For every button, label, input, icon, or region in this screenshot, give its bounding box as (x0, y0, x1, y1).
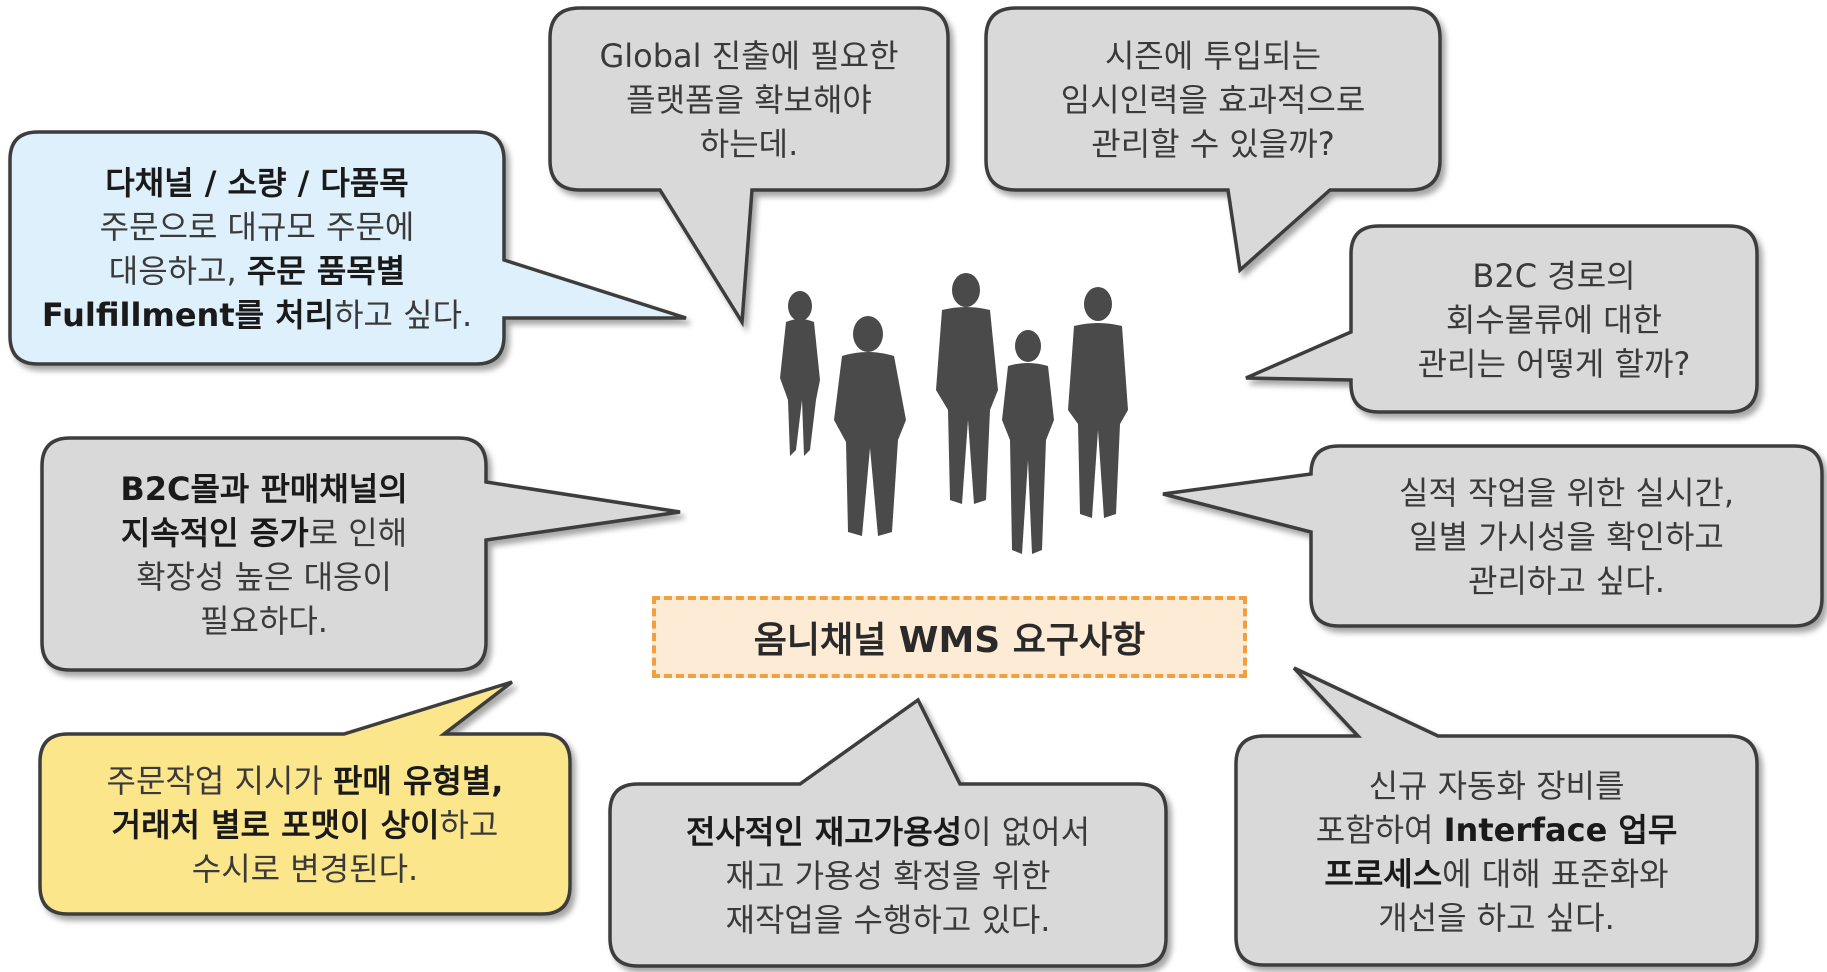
bubble-text-line: 다채널 / 소량 / 다품목 (105, 164, 409, 202)
bubble-text-line: Fulfillment를 처리하고 싶다. (41, 296, 473, 334)
bubble-text-line: 신규 자동화 장비를 (1368, 766, 1625, 805)
bubble-text-line: 주문작업 지시가 판매 유형별, (106, 762, 504, 800)
person-silhouette-2 (834, 316, 906, 536)
bubble-seasonal-shape (984, 6, 1442, 274)
bubble-multichannel-shape (8, 130, 687, 366)
bubble-text-line: 재작업을 수행하고 있다. (725, 901, 1051, 939)
bubble-text-line: 하는데. (699, 125, 799, 163)
bubble-text-line: 개선을 하고 싶다. (1378, 898, 1615, 937)
bubble-text-line: 프로세스에 대해 표준화와 (1324, 854, 1669, 893)
bubble-text-line: 관리하고 싶다. (1468, 562, 1665, 600)
bubble-text-line: 수시로 변경된다. (191, 850, 419, 888)
bubble-text-line: 필요하다. (200, 602, 328, 640)
person-silhouette-1 (780, 291, 820, 456)
bubble-format-shape (38, 680, 572, 916)
bubble-text-line: 시즌에 투입되는 (1104, 37, 1322, 75)
bubble-text-line: 포함하여 Interface 업무 (1315, 810, 1678, 849)
bubble-text-line: 일별 가시성을 확인하고 (1409, 518, 1724, 556)
bubble-text-line: 전사적인 재고가용성이 없어서 (685, 813, 1091, 851)
page-title: 옴니채널 WMS 요구사항 (753, 620, 1146, 661)
bubble-text-line: B2C 경로의 (1472, 257, 1636, 295)
bubble-text-line: 지속적인 증가로 인해 (120, 514, 408, 552)
bubble-global-shape (548, 6, 950, 328)
bubble-text-line: 플랫폼을 확보해야 (626, 81, 872, 119)
person-silhouette-4 (1002, 330, 1054, 554)
bubble-text-line: 거래처 별로 포맷이 상이하고 (111, 806, 499, 844)
bubble-text-line: 주문으로 대규모 주문에 (99, 208, 415, 246)
bubble-realtime-shape (1162, 444, 1824, 628)
bubble-text-line: 관리는 어떻게 할까? (1417, 345, 1691, 383)
bubble-text-line: 관리할 수 있을까? (1091, 125, 1335, 163)
bubble-text-line: 회수물류에 대한 (1445, 301, 1663, 339)
bubble-reverse-shape (1245, 224, 1759, 414)
bubble-text-line: Global 진출에 필요한 (599, 37, 899, 75)
bubble-text-line: 대응하고, 주문 품목별 (108, 252, 406, 290)
bubble-growth-shape (40, 436, 681, 672)
bubble-text-line: B2C몰과 판매채널의 (120, 470, 408, 508)
bubble-inventory-shape (608, 697, 1168, 968)
bubble-automation-shape (1234, 666, 1759, 967)
bubble-text-line: 확장성 높은 대응이 (136, 558, 392, 596)
bubble-text-line: 실적 작업을 위한 실시간, (1398, 474, 1735, 512)
bubble-text-line: 재고 가용성 확정을 위한 (725, 857, 1051, 895)
person-silhouette-5 (1068, 287, 1128, 518)
bubble-text-line: 임시인력을 효과적으로 (1060, 81, 1366, 119)
people-silhouette-icon (780, 273, 1128, 554)
person-silhouette-3 (936, 273, 998, 504)
title-box: 옴니채널 WMS 요구사항 (652, 596, 1247, 678)
